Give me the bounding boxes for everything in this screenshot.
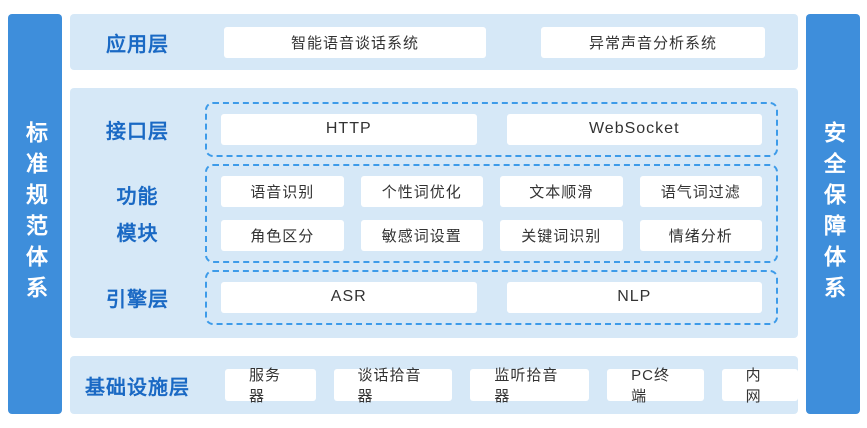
engine-item-nlp: NLP — [506, 281, 762, 313]
function-modules-row-2: 角色区分 敏感词设置 关键词识别 情绪分析 — [221, 219, 762, 251]
right-security-system-bar: 安全保障体系 — [806, 14, 860, 414]
interface-layer-group: HTTP WebSocket — [205, 101, 778, 157]
infra-item-pc-terminal: PC终端 — [607, 367, 704, 405]
fn-item-keyword-recognition: 关键词识别 — [500, 219, 623, 251]
infrastructure-items: 服务器 谈话拾音器 监听拾音器 PC终端 内网 — [225, 367, 798, 405]
infra-item-intranet: 内网 — [721, 367, 798, 405]
fn-item-text-smoothing: 文本顺滑 — [500, 175, 623, 207]
fn-item-personal-word-optimization: 个性词优化 — [360, 175, 483, 207]
application-layer-label: 应用层 — [106, 33, 169, 56]
interface-item-websocket: WebSocket — [506, 113, 762, 145]
interface-item-http: HTTP — [221, 113, 477, 145]
infrastructure-layer-label: 基础设施层 — [85, 376, 190, 399]
infra-item-conversation-microphone: 谈话拾音器 — [333, 367, 453, 405]
function-modules-group: 语音识别 个性词优化 文本顺滑 语气词过滤 角色区分 敏感词设置 关键词识别 情… — [205, 163, 778, 263]
fn-item-emotion-analysis: 情绪分析 — [639, 219, 762, 251]
application-layer-band: 应用层 智能语音谈话系统 异常声音分析系统 — [70, 14, 798, 70]
engine-item-asr: ASR — [221, 281, 477, 313]
function-modules-row-1: 语音识别 个性词优化 文本顺滑 语气词过滤 — [221, 175, 762, 207]
fn-item-speech-recognition: 语音识别 — [221, 175, 344, 207]
infra-item-monitoring-microphone: 监听拾音器 — [470, 367, 590, 405]
interface-layer-row: 接口层 HTTP WebSocket — [70, 101, 798, 157]
fn-item-role-distinction: 角色区分 — [221, 219, 344, 251]
interface-layer-label: 接口层 — [106, 120, 169, 143]
left-standard-system-bar: 标准规范体系 — [8, 14, 62, 414]
fn-item-sensitive-word-setting: 敏感词设置 — [360, 219, 483, 251]
app-item-abnormal-sound-analysis-system: 异常声音分析系统 — [541, 26, 765, 58]
engine-layer-group: ASR NLP — [205, 269, 778, 325]
layers-column: 应用层 智能语音谈话系统 异常声音分析系统 接口层 HTTP WebSocket… — [70, 14, 798, 414]
function-label-line1: 功能 — [116, 185, 159, 208]
middle-layers-band: 接口层 HTTP WebSocket 功能 模块 语音识别 个性词优化 文本顺滑 — [70, 88, 798, 338]
engine-layer-label: 引擎层 — [106, 288, 169, 311]
left-bar-label: 标准规范体系 — [23, 121, 48, 307]
infrastructure-layer-band: 基础设施层 服务器 谈话拾音器 监听拾音器 PC终端 内网 — [70, 356, 798, 414]
fn-item-filler-word-filtering: 语气词过滤 — [639, 175, 762, 207]
app-item-voice-conversation-system: 智能语音谈话系统 — [224, 26, 486, 58]
function-label-line2: 模块 — [116, 223, 159, 246]
right-bar-label: 安全保障体系 — [821, 121, 846, 307]
function-modules-label: 功能 模块 — [70, 164, 205, 263]
infra-item-server: 服务器 — [225, 367, 316, 405]
function-modules-row: 功能 模块 语音识别 个性词优化 文本顺滑 语气词过滤 角色区分 敏感词设置 关… — [70, 163, 798, 263]
engine-layer-row: 引擎层 ASR NLP — [70, 269, 798, 325]
